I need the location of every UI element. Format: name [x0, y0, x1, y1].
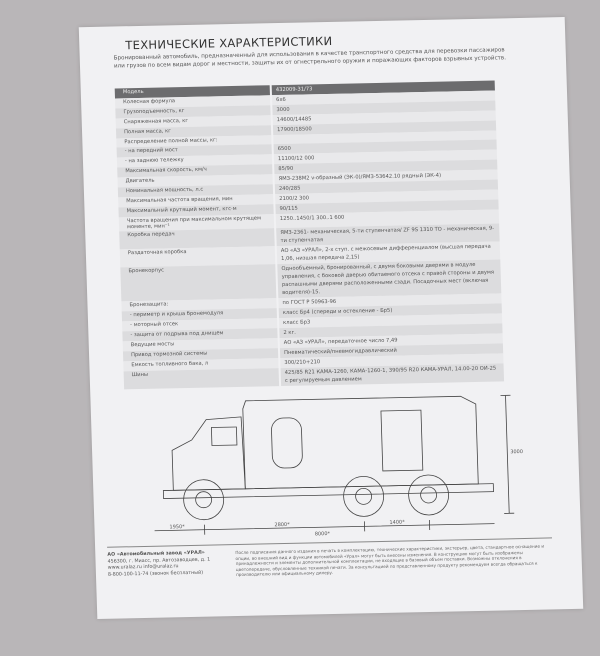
height-dim-line: [500, 394, 515, 514]
rear-wheel: [408, 474, 450, 516]
spare-wheel: [271, 417, 303, 469]
brochure-page: ТЕХНИЧЕСКИЕ ХАРАКТЕРИСТИКИ Бронированный…: [78, 17, 584, 619]
dim-front: 1950*: [169, 524, 185, 530]
front-wheel: [183, 479, 225, 521]
side-door: [380, 409, 424, 472]
disclaimer: После подписания данного издания в печат…: [235, 543, 545, 578]
body-outline: [242, 395, 479, 490]
cab-outline: [171, 416, 246, 491]
spec-value: Однообъемный, бронированный, с двумя бок…: [277, 259, 502, 298]
middle-wheel: [343, 475, 385, 517]
dim-wheelbase: 2800*: [274, 522, 290, 528]
chassis: [162, 483, 494, 499]
spec-label: Бронекорпус: [120, 263, 277, 301]
dim-length: 8000*: [315, 531, 331, 537]
dim-height: 3000: [510, 449, 523, 455]
company-info: АО «Автомобильный завод «УРАЛ» 456300, г…: [107, 550, 238, 579]
length-dim-line: [154, 519, 495, 535]
dim-rear-axle: 1400*: [389, 519, 405, 525]
page-title: ТЕХНИЧЕСКИЕ ХАРАКТЕРИСТИКИ: [125, 33, 333, 53]
window: [210, 426, 238, 446]
vehicle-drawing: 1950* 2800* 1400* 8000* 3000: [154, 394, 523, 537]
